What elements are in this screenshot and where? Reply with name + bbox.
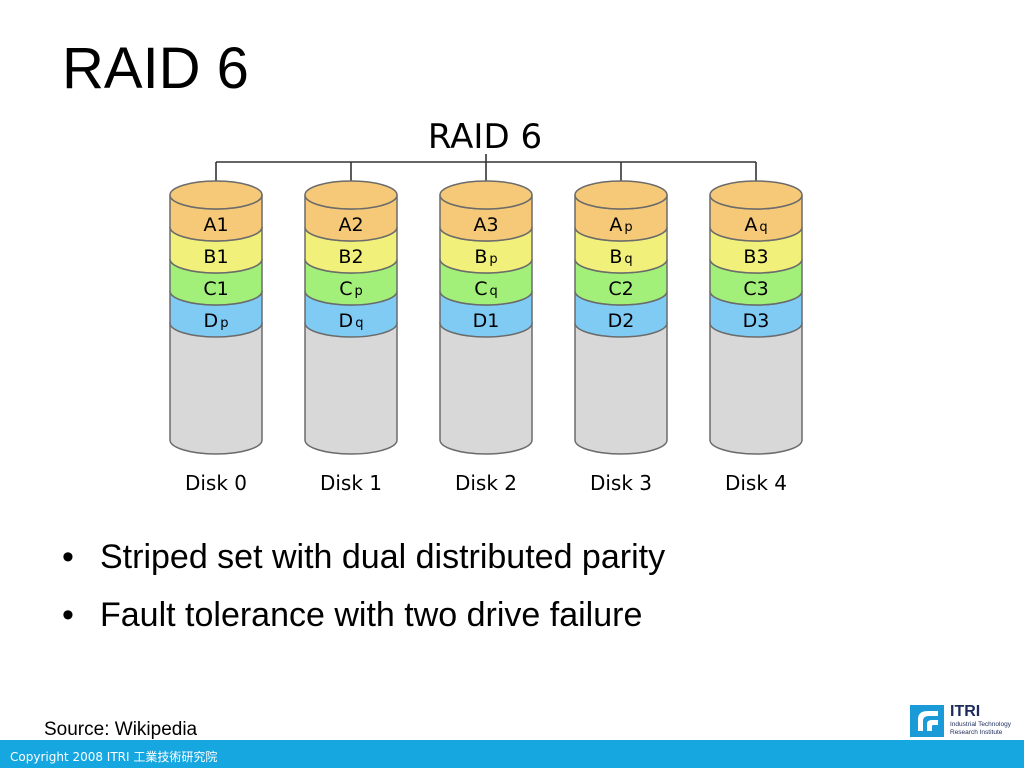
- disk-empty-space: [169, 322, 263, 455]
- disk-label: Disk 4: [725, 471, 787, 495]
- block-label: D1: [473, 310, 500, 332]
- block-label: A3: [473, 214, 498, 236]
- disk-empty-space: [574, 322, 668, 455]
- bullet-item: • Striped set with dual distributed pari…: [62, 528, 665, 586]
- diagram-title: RAID 6: [428, 117, 542, 157]
- disk-label: Disk 3: [590, 471, 652, 495]
- itri-logo-icon: [910, 705, 944, 737]
- block-label: D3: [743, 310, 770, 332]
- disk-empty-space: [304, 322, 398, 455]
- logo-subtitle-line: Industrial Technology: [950, 721, 1011, 728]
- bullet-marker: •: [62, 596, 74, 634]
- bullet-text: Striped set with dual distributed parity: [100, 538, 666, 576]
- block-label: D2: [608, 310, 635, 332]
- disk-label: Disk 0: [185, 471, 247, 495]
- disk-top: [574, 180, 668, 210]
- disk-top: [169, 180, 263, 210]
- connector-lines: [215, 154, 757, 181]
- block-label: B1: [203, 246, 228, 268]
- footer-bar: Copyright 2008 ITRI 工業技術研究院: [0, 740, 1024, 768]
- itri-logo: ITRI Industrial Technology Research Inst…: [910, 703, 1020, 739]
- block-label: C3: [743, 278, 768, 300]
- block-label: A2: [338, 214, 363, 236]
- disk-empty-space: [439, 322, 533, 455]
- logo-subtitle: Industrial Technology Research Institute: [950, 721, 1022, 737]
- bullet-text: Fault tolerance with two drive failure: [100, 596, 643, 634]
- source-credit: Source: Wikipedia: [44, 719, 198, 740]
- disk-label: Disk 1: [320, 471, 382, 495]
- disk-label: Disk 2: [455, 471, 517, 495]
- bullet-list: • Striped set with dual distributed pari…: [62, 528, 665, 644]
- bullet-item: • Fault tolerance with two drive failure: [62, 586, 665, 644]
- block-label: C1: [203, 278, 228, 300]
- logo-subtitle-line: Research Institute: [950, 729, 1003, 736]
- disk-top: [709, 180, 803, 210]
- block-label: A1: [203, 214, 228, 236]
- logo-name: ITRI: [950, 703, 981, 720]
- block-label: B3: [743, 246, 768, 268]
- disk-empty-space: [709, 322, 803, 455]
- copyright-text: Copyright 2008 ITRI 工業技術研究院: [10, 750, 218, 764]
- disk-top: [304, 180, 398, 210]
- block-label: B2: [338, 246, 363, 268]
- slide-title: RAID 6: [62, 36, 249, 101]
- bullet-marker: •: [62, 538, 74, 576]
- block-label: C2: [608, 278, 633, 300]
- disk-top: [439, 180, 533, 210]
